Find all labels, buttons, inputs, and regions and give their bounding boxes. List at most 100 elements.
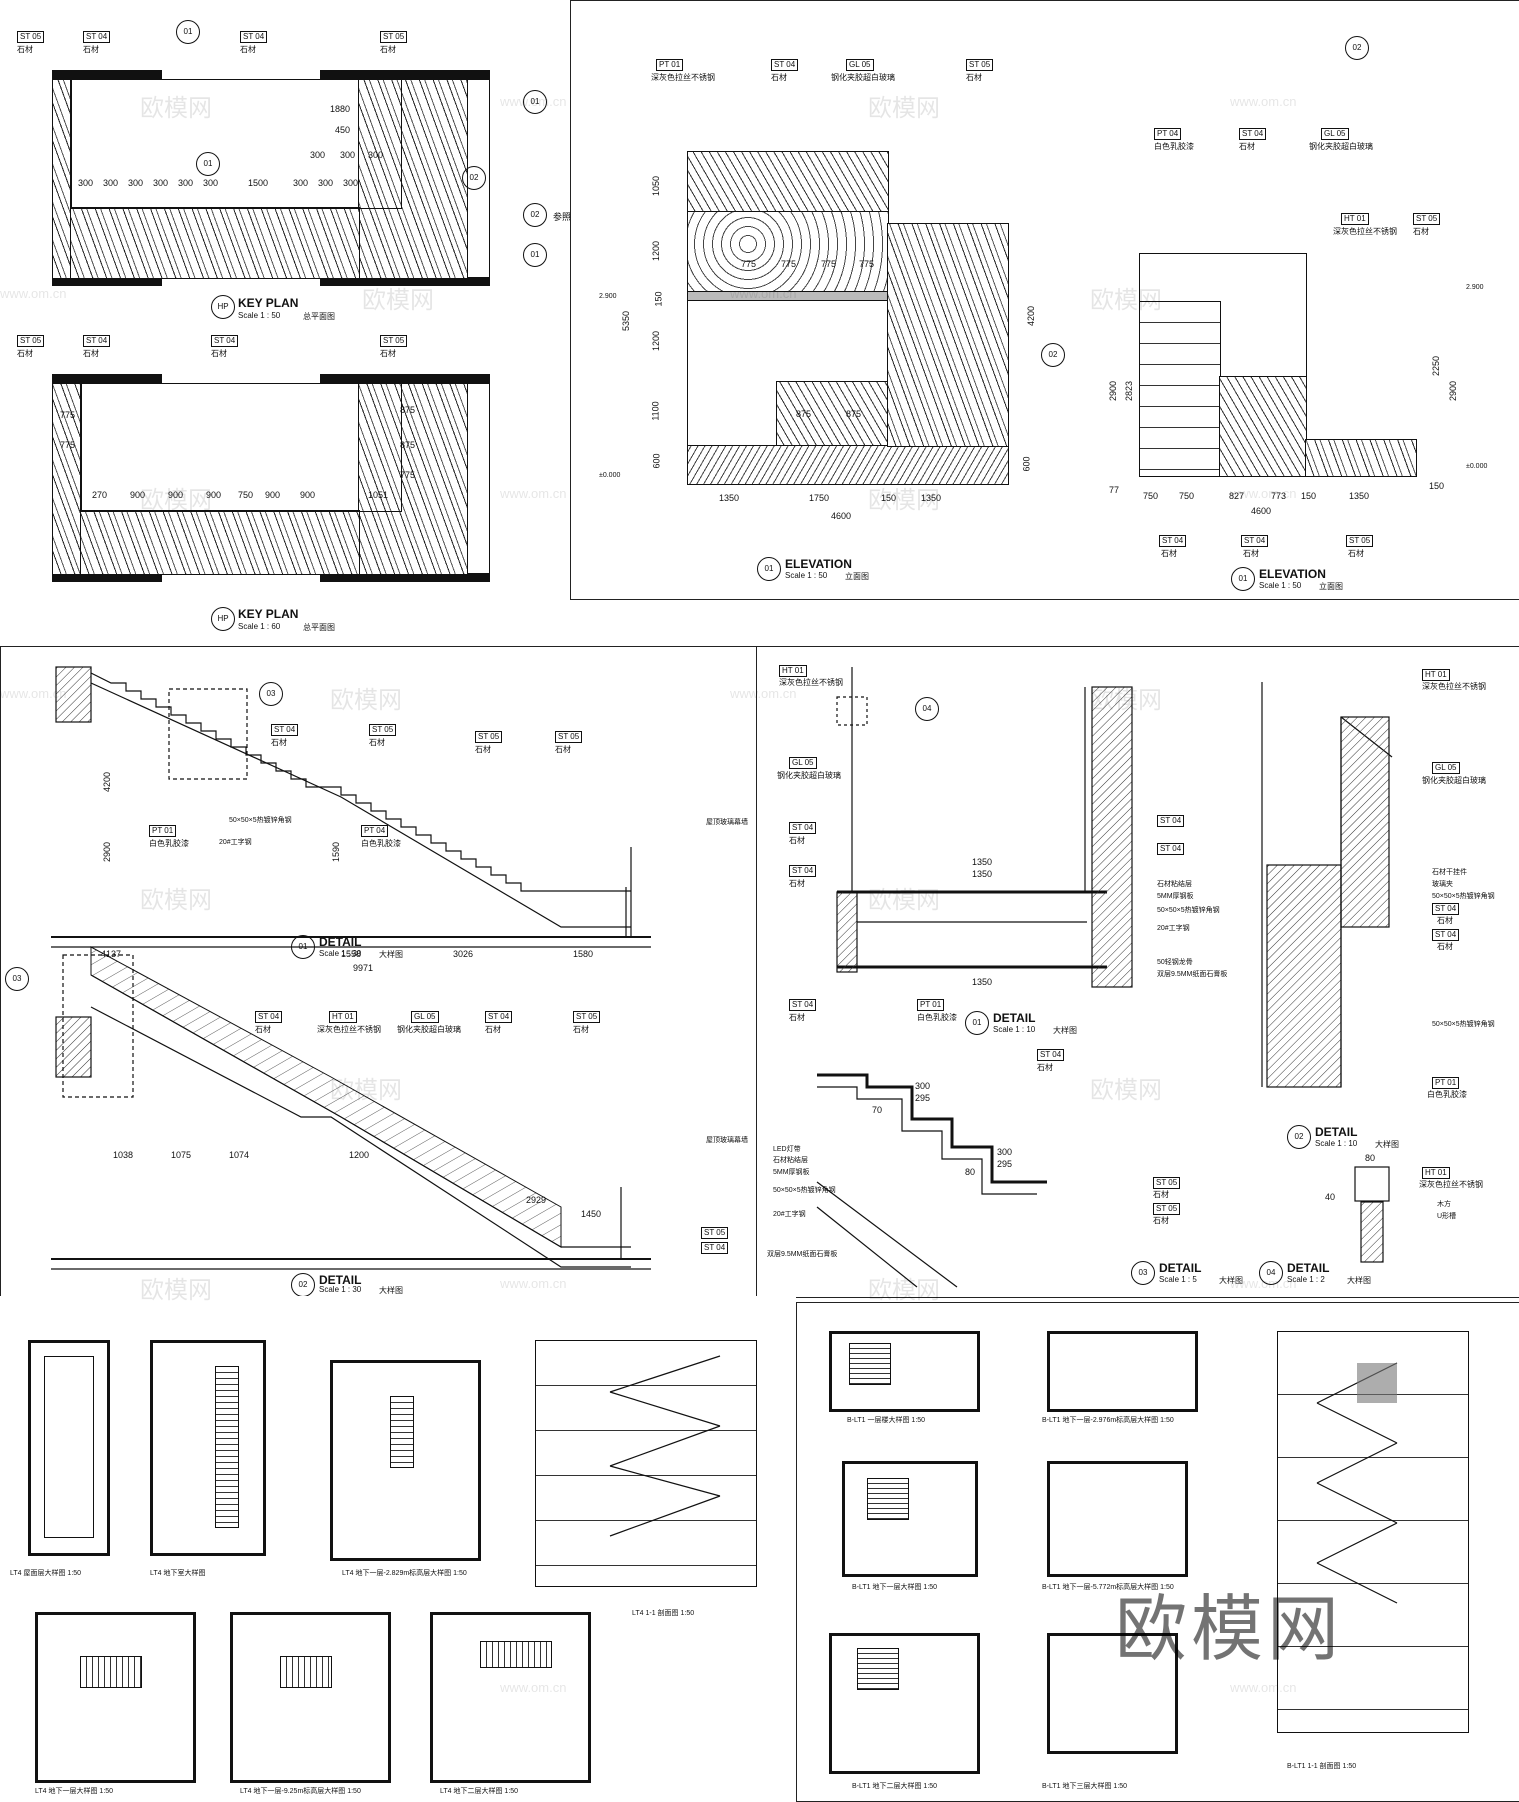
plan1-wall-top-right (320, 70, 490, 79)
elev2-tag-st05: ST 05 (1413, 213, 1441, 225)
detail5-tag: ST 05 (1153, 1177, 1181, 1189)
detail1-tag-sub: 白色乳胶漆 (149, 839, 189, 848)
elev2-left-dim: 77 (1109, 485, 1120, 495)
elev2-tag-gl05: GL 05 (1321, 128, 1349, 140)
elev1-scale: Scale 1 : 50 (785, 571, 828, 580)
detail2-tag: HT 01 (329, 1011, 357, 1023)
detail2-dim: 2929 (526, 1195, 547, 1205)
lt1-caption: B-LT1 一层楼大样图 1:50 (847, 1417, 926, 1424)
elev2-cn: 立面图 (1319, 582, 1343, 591)
elev2-tag-sub: 钢化夹胶超白玻璃 (1309, 142, 1373, 151)
elev2-bottom-tag-sub: 石材 (1161, 549, 1177, 558)
lt4-caption: LT4 1-1 剖面图 1:50 (632, 1610, 695, 1617)
elev2-floor-stone (1305, 439, 1417, 477)
small-detail-drawing (816, 667, 1393, 1288)
plan1-ref-label: 参照 (553, 212, 572, 222)
detail3-tag-sub: 石材 (789, 879, 805, 888)
detail2-title-badge: 02 (291, 1273, 315, 1297)
detail4-tag-sub: 深灰色拉丝不锈钢 (1422, 682, 1486, 691)
elev2-tag-sub: 白色乳胶漆 (1154, 142, 1194, 151)
lt4-plan-b1a (330, 1360, 481, 1561)
watermark-url: www.om.cn (1230, 486, 1297, 501)
elev2-tag-pt04: PT 04 (1154, 128, 1182, 140)
detail3-tag-right: ST 04 (1157, 843, 1185, 855)
detail5-dim: 80 (965, 1167, 976, 1177)
detail2-tag-sub: 钢化夹胶超白玻璃 (397, 1025, 461, 1034)
detail5-note: 双层9.5MM纸面石膏板 (767, 1251, 838, 1258)
detail4-note: 50×50×5热镀锌角钢 (1432, 1021, 1495, 1028)
elev2-bottom-dim: 773 (1271, 491, 1287, 501)
plan1-dim: 1500 (248, 178, 269, 188)
plan2-title-badge: HP (211, 607, 235, 631)
tag-st04-3: ST 04 (83, 335, 111, 347)
detail3-tag: ST 04 (789, 865, 817, 877)
detail5-dim: 295 (915, 1093, 931, 1103)
elev2-bottom-dim: 750 (1179, 491, 1195, 501)
detail2-dim: 1038 (113, 1150, 134, 1160)
elev1-tag-st05: ST 05 (966, 59, 994, 71)
detail5-dim: 300 (915, 1081, 931, 1091)
detail3-tag-sub: 石材 (789, 1013, 805, 1022)
detail6-cn: 大样图 (1347, 1276, 1371, 1285)
watermark-url: www.om.cn (500, 1680, 567, 1695)
detail1-dim: 1580 (573, 949, 594, 959)
lt1-plan-b1b (1047, 1461, 1188, 1577)
plan1-marker-right-2: 02 (462, 166, 486, 190)
plan2-stone-right (358, 383, 468, 575)
elev1-tag-sub: 石材 (966, 73, 982, 82)
plan1-north-marker: 01 (176, 20, 200, 44)
detail2-tag: ST 04 (701, 1242, 729, 1254)
detail3-dim: 1350 (972, 977, 993, 987)
detail5-title-badge: 03 (1131, 1261, 1155, 1285)
detail1-dim: 3026 (453, 949, 474, 959)
lt1-plan-l1 (829, 1331, 980, 1412)
elev2-bottom-dim: 150 (1301, 491, 1317, 501)
tag-st04-2: ST 04 (240, 31, 268, 43)
detail4-note: 玻璃夹 (1432, 881, 1453, 888)
elev1-left-dim: 600 (651, 453, 662, 469)
detail3-dim: 1350 (972, 857, 993, 867)
detail1-note: 屋顶玻璃幕墙 (706, 819, 748, 826)
key-plan-panel: ST 05 石材 ST 04 石材 ST 04 石材 ST 05 石材 01 3… (0, 0, 572, 640)
lt4-plan-b1 (35, 1612, 196, 1783)
detail3-title-badge: 01 (965, 1011, 989, 1035)
detail3-note: 50×50×5热镀锌角钢 (1157, 907, 1220, 914)
elev2-scale: Scale 1 : 50 (1259, 581, 1302, 590)
elev1-tag-ht01: PT 01 (656, 59, 684, 71)
detail1-tag: ST 05 (555, 731, 583, 743)
plan1-inner-rect (70, 79, 402, 209)
lt1-caption: B-LT1 地下一层大样图 1:50 (852, 1584, 938, 1591)
elev1-level-bot: ±0.000 (599, 472, 621, 479)
plan1-marker-right-1: 01 (523, 90, 547, 114)
detail5-dim: 70 (872, 1105, 883, 1115)
detail6-dim: 40 (1325, 1192, 1336, 1202)
detail3-note: 5MM厚钢板 (1157, 893, 1194, 900)
lt1-plan-b1a (1047, 1331, 1198, 1412)
plan1-wall-top-left (52, 70, 162, 79)
elev1-left-dim: 150 (653, 291, 664, 307)
elev2-tag-sub: 深灰色拉丝不锈钢 (1333, 227, 1397, 236)
plan2-dim: 1051 (368, 490, 389, 500)
plan2-dim: 270 (92, 490, 108, 500)
lt1-stair-b1 (867, 1478, 909, 1520)
elev1-bottom-dim: 1350 (719, 493, 740, 503)
elev1-tag-sub: 石材 (771, 73, 787, 82)
plan1-dim: 1880 (330, 104, 351, 114)
detail3-tag-sub: 钢化夹胶超白玻璃 (777, 771, 841, 780)
plan1-section-marker: 01 (196, 152, 220, 176)
elev1-panel-dim: 875 (846, 409, 862, 419)
detail4-tag-sub: 钢化夹胶超白玻璃 (1422, 776, 1486, 785)
elevation-panel: PT 01 深灰色拉丝不锈钢 ST 04 石材 GL 05 钢化夹胶超白玻璃 S… (570, 0, 1519, 600)
detail5-tag: ST 04 (1037, 1049, 1065, 1061)
plan1-cn: 总平面图 (303, 312, 335, 321)
tag-sub-6: 石材 (83, 349, 99, 358)
detail2-side-callout: 03 (5, 967, 29, 991)
lt1-caption: B-LT1 1-1 剖面图 1:50 (1287, 1763, 1357, 1770)
plan2-cn: 总平面图 (303, 623, 335, 632)
elev1-panel-dim: 775 (781, 259, 797, 269)
elev2-bottom-tag-sub: 石材 (1348, 549, 1364, 558)
lt4-caption: LT4 地下二层大样图 1:50 (440, 1788, 519, 1795)
detail3-tag: GL 05 (789, 757, 817, 769)
lt4-stair-b2 (480, 1641, 552, 1668)
elev1-cn: 立面图 (845, 572, 869, 581)
